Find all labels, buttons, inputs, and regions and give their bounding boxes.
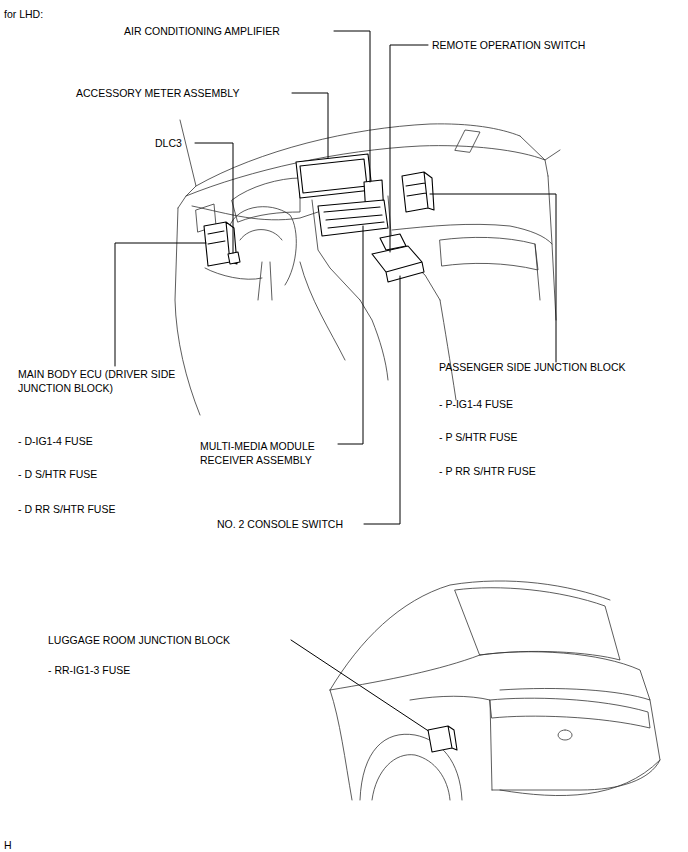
console [300, 262, 456, 400]
side-body [330, 655, 492, 800]
accessory-meter-assembly [296, 154, 372, 198]
bumper [492, 760, 660, 796]
steering-wheel [228, 207, 296, 285]
dash-right [392, 224, 552, 244]
remote-operation-switch [372, 246, 424, 282]
leader-line [364, 276, 400, 524]
wheel [372, 755, 450, 800]
part-label: PASSENGER SIDE JUNCTION BLOCK [439, 360, 626, 374]
leader-line [195, 143, 233, 253]
leader-line [430, 194, 556, 362]
part-label: NO. 2 CONSOLE SWITCH [217, 517, 343, 531]
center-stack [312, 196, 440, 300]
taillight [490, 698, 650, 728]
trunk [480, 652, 650, 700]
multi-media-module-receiver [318, 200, 388, 236]
part-label: REMOTE OPERATION SWITCH [432, 38, 585, 52]
passenger-side-junction-block [402, 172, 434, 212]
fuse-label: - P-IG1-4 FUSE [439, 397, 513, 411]
glovebox [440, 237, 538, 270]
door-left [175, 208, 200, 415]
fuse-label: - D-IG1-4 FUSE [18, 434, 93, 448]
fuse-label: - P S/HTR FUSE [439, 430, 518, 444]
rear-body [500, 700, 660, 790]
fuse-label: - D RR S/HTR FUSE [18, 502, 115, 516]
leader-line [292, 93, 328, 158]
components [204, 154, 434, 282]
vent-right [455, 130, 480, 152]
part-label: MULTI-MEDIA MODULE RECEIVER ASSEMBLY [200, 439, 342, 467]
dash-lower-right [535, 176, 556, 320]
leader-line [115, 243, 206, 366]
leader-line [291, 640, 430, 732]
heading: for LHD: [4, 7, 43, 21]
emblem [558, 730, 572, 740]
rear-window [455, 588, 620, 660]
a-pillar-right [520, 136, 560, 160]
leader-line [338, 226, 363, 444]
fuse-label: - D S/HTR FUSE [18, 467, 97, 481]
part-label: LUGGAGE ROOM JUNCTION BLOCK [48, 633, 230, 647]
leader-line [334, 31, 370, 182]
luggage-room-junction-block [428, 726, 457, 752]
a-pillar-left [178, 120, 196, 208]
fuse-label: - RR-IG1-3 FUSE [48, 663, 130, 677]
part-label: AIR CONDITIONING AMPLIFIER [124, 24, 280, 38]
part-label: DLC3 [155, 136, 182, 150]
no-2-console-switch [380, 234, 406, 250]
steering-column [258, 262, 272, 300]
fuse-label: - P RR S/HTR FUSE [439, 464, 536, 478]
leader-line [390, 45, 428, 252]
roof [330, 581, 610, 690]
leader-lines [115, 31, 556, 732]
part-label: ACCESSORY METER ASSEMBLY [76, 86, 239, 100]
dash-lower-left [205, 268, 262, 279]
dlc3-connector [228, 252, 240, 264]
part-label: MAIN BODY ECU (DRIVER SIDE JUNCTION BLOC… [18, 367, 208, 395]
page-mark: H [4, 838, 12, 852]
car-rear [330, 581, 660, 800]
dash-front-left [192, 206, 318, 220]
